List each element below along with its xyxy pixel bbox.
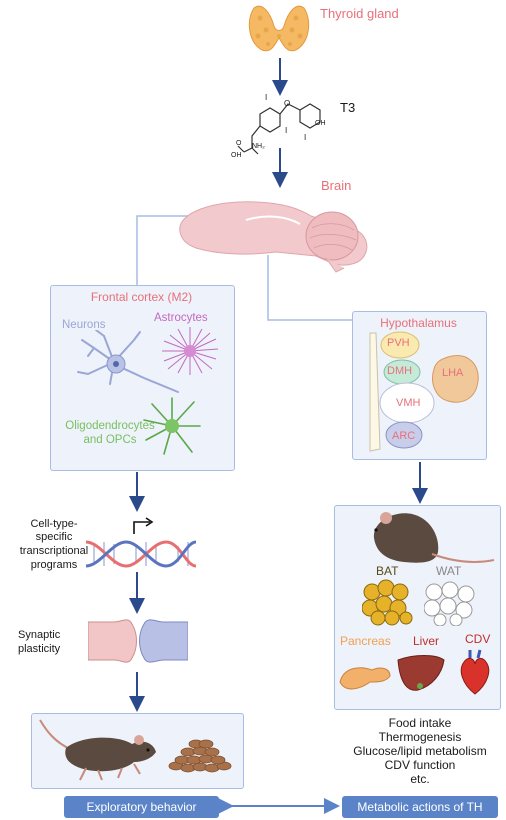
frontal-cortex-title: Frontal cortex (M2) [90,290,193,304]
wat-label: WAT [436,564,462,578]
t3-molecule-structure [237,103,321,155]
bat-label: BAT [376,564,399,578]
oligodendrocytes-label-line1: Oligodendrocytes [65,420,155,432]
t3-oxygen: O [284,99,291,108]
exploratory-behavior-pill: Exploratory behavior [64,796,219,818]
metabolic-mouse-icon [373,512,495,563]
t3-amine: NH₂ [252,143,265,150]
bat-tissue-icon [362,579,413,626]
transcription-label-line2: specific [35,531,73,543]
outcome-food-intake: Food intake [388,716,452,730]
oligodendrocytes-label-line2: and OPCs [83,434,137,446]
pancreas-icon [339,667,391,690]
arc-label: ARC [392,430,416,442]
t3-iodine-mid: I [285,126,288,135]
food-pellets-icon [168,739,232,773]
astrocyte-icon [162,327,219,375]
oligodendrocyte-icon [143,397,201,455]
t3-acid-oh: OH [231,152,242,159]
t3-label: T3 [340,100,356,115]
t3-acid-o: O [236,140,242,147]
outcome-thermogenesis: Thermogenesis [378,730,462,744]
hypothalamus-title: Hypothalamus [380,316,457,330]
thyroid-gland-label: Thyroid gland [320,6,399,21]
brain-illustration [179,201,368,273]
transcription-label-line3: transcriptional [19,545,89,557]
hypothalamus-nuclei-diagram [369,331,479,452]
synaptic-label-line1: Synaptic [18,629,61,641]
thyroid-gland-icon [248,5,310,52]
outcome-glucose-lipid: Glucose/lipid metabolism [353,744,487,758]
synaptic-label-line2: plasticity [18,643,61,655]
t3-iodine-top: I [265,93,268,102]
transcription-label-line4: programs [30,559,78,571]
heart-icon [460,649,490,695]
neurons-label: Neurons [62,319,106,331]
t3-iodine-bottom: I [304,133,307,142]
liver-label: Liver [413,634,440,648]
dmh-label: DMH [387,365,413,377]
exploring-mouse-icon [39,719,156,781]
transcription-label-line1: Cell-type- [30,518,78,530]
dna-helix-icon [86,517,196,568]
outcome-cdv-function: CDV function [384,758,456,772]
wat-tissue-icon [424,581,475,626]
outcome-etc: etc. [410,772,430,786]
t3-hydroxyl: OH [315,120,326,127]
pvh-label: PVH [387,337,410,349]
pancreas-label: Pancreas [340,634,391,648]
cdv-label: CDV [465,632,491,646]
connector-brain-hypothalamus [267,255,352,321]
liver-icon [397,655,445,691]
vmh-label: VMH [396,397,421,409]
lha-label: LHA [442,367,464,379]
metabolic-actions-pill: Metabolic actions of TH [342,796,498,818]
astrocytes-label: Astrocytes [154,312,208,324]
neuron-icon [77,330,179,393]
brain-label: Brain [321,178,352,193]
synapse-icon [88,619,188,663]
